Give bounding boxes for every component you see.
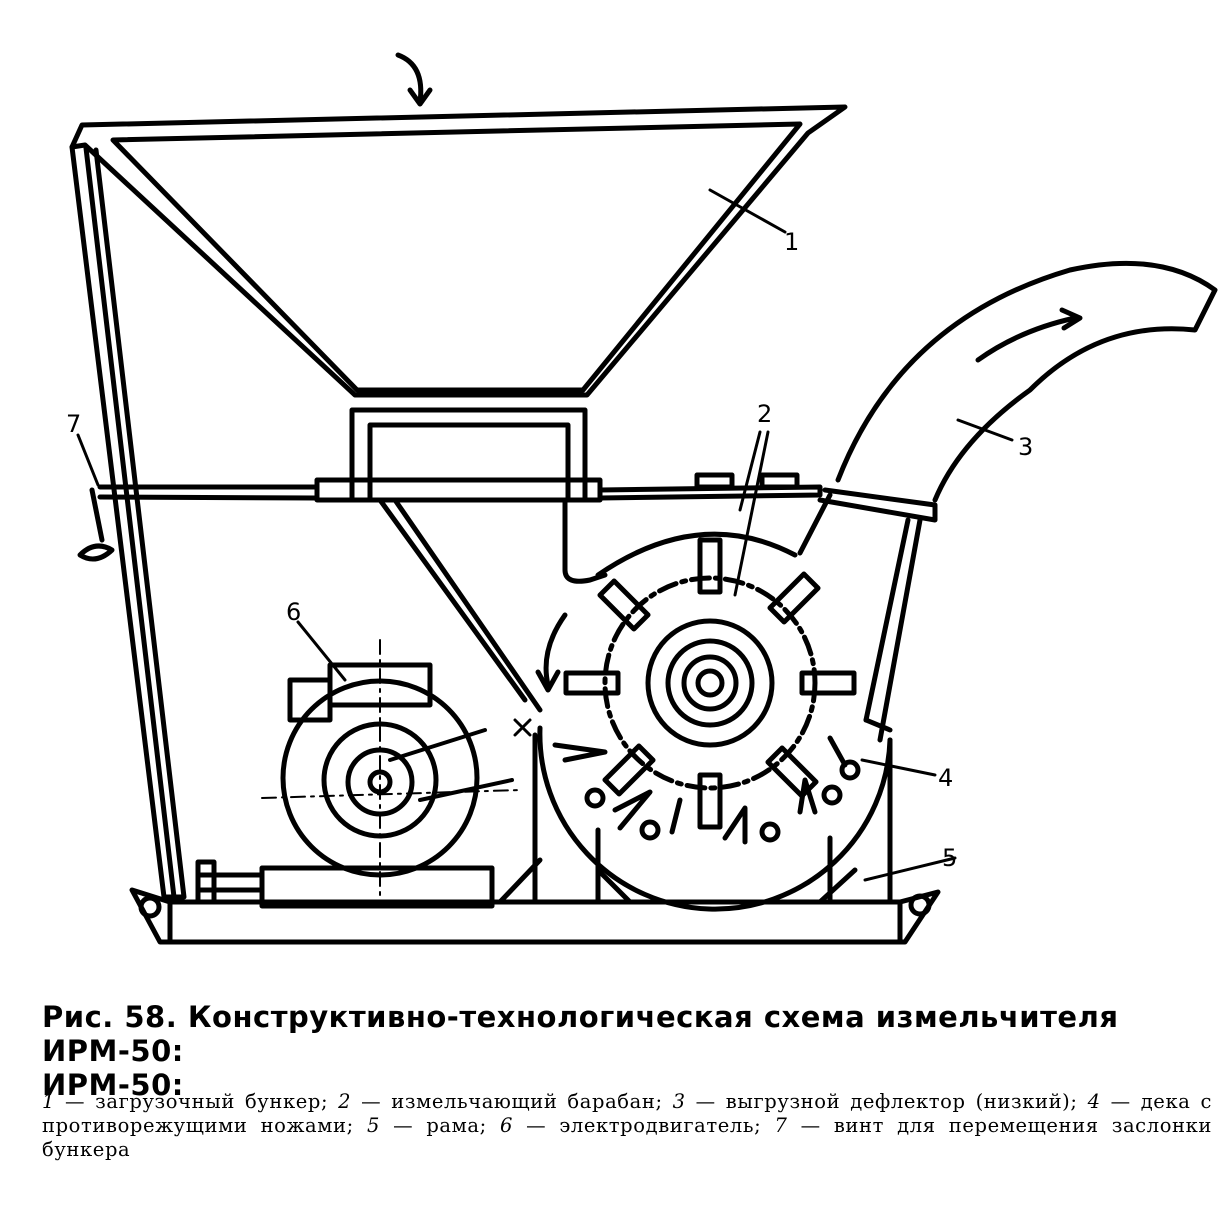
drum-housing [497,531,893,912]
electric-motor [195,639,532,909]
leader-lines [76,188,1014,882]
legend-num-3: 3 [672,1090,686,1113]
callout-7: 7 [66,410,81,438]
callout-5: 5 [942,844,957,872]
hopper [69,104,848,503]
top-rail [97,472,823,503]
legend-text-4: — дека с противорежущими ножами; [42,1090,1212,1137]
legend-num-1: 1 [42,1090,56,1113]
legend-text-6: — электродвигатель; [512,1114,775,1137]
legend-text-1: — загрузочный бункер; [55,1090,339,1113]
legend-num-2: 2 [338,1090,352,1113]
legend-text-7: — винт для перемещения заслонки бункера [42,1114,1213,1161]
callout-6: 6 [286,598,301,626]
legend-num-7: 7 [774,1114,788,1137]
caption-title-line-1: Рис. 58. Конструктивно-технологическая с… [42,1000,1119,1068]
figure-legend: 1 — загрузочный бункер; 2 — измельчающий… [42,1090,1212,1162]
legend-num-6: 6 [499,1114,513,1137]
legend-text-2: — измельчающий барабан; [351,1090,673,1113]
frame [69,144,941,945]
legend-text-3: — выгрузной дефлектор (низкий); [685,1090,1088,1113]
machine-diagram: 1 2 3 4 5 6 7 [66,52,1218,945]
caption-title-line-2: ИРМ-50: [42,1068,184,1102]
gate-screw [77,487,115,562]
concave [552,735,861,845]
callout-1: 1 [784,228,799,256]
legend-num-4: 4 [1087,1090,1101,1113]
legend-text-5: — рама; [379,1114,500,1137]
feed-chute [377,497,608,713]
callout-4: 4 [938,764,953,792]
feed-arrow [395,52,433,107]
callout-2: 2 [757,400,772,428]
discharge-deflector [797,260,1218,743]
figure-caption-title: Рис. 58. Конструктивно-технологическая с… [42,1000,1222,1102]
callout-3: 3 [1018,433,1033,461]
chopping-drum [535,537,857,830]
legend-num-5: 5 [366,1114,380,1137]
